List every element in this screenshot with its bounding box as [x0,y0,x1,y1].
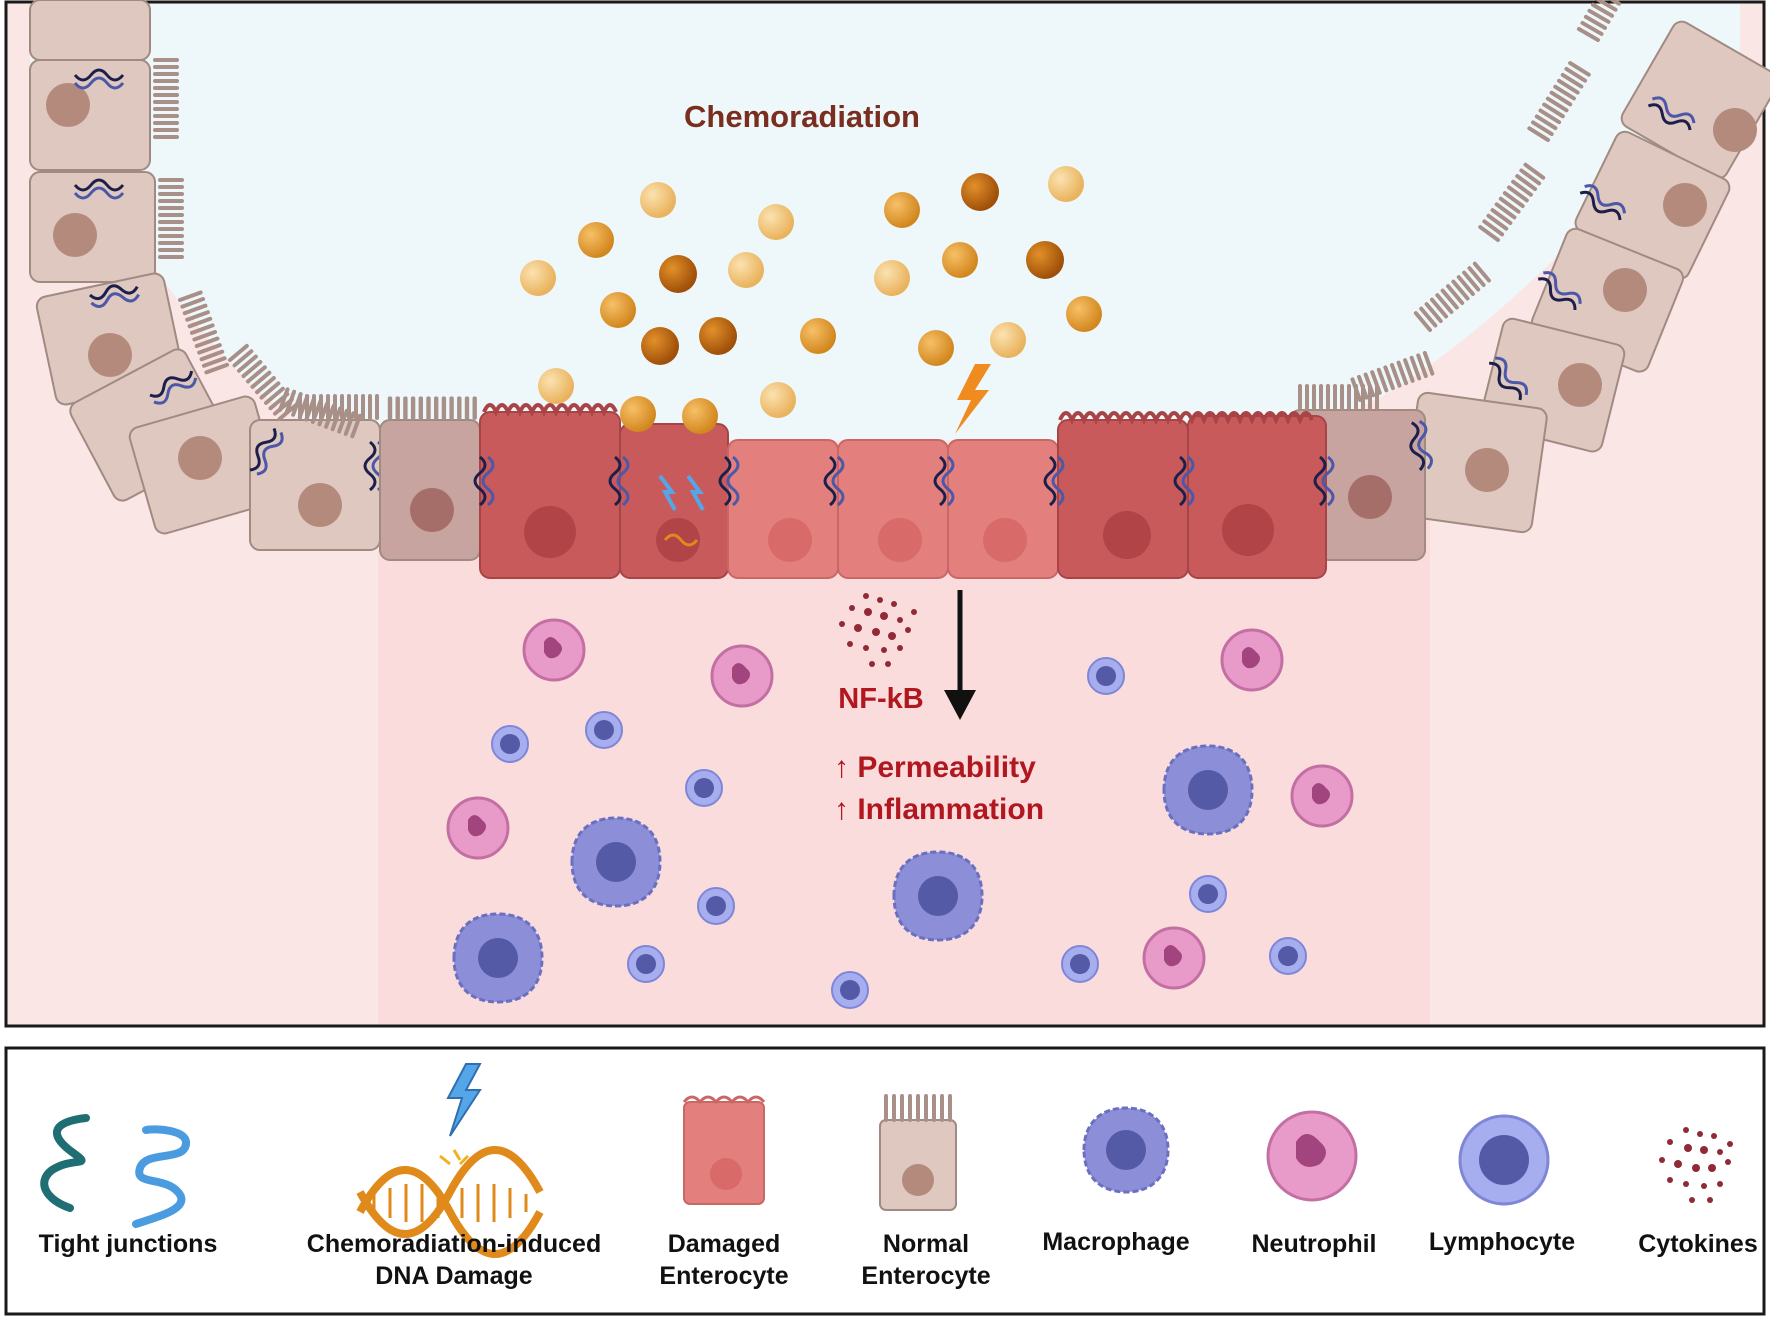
lamina-propria [378,520,1430,1024]
nfkb-label: NF-kB [838,683,923,715]
right-epithelium [1289,0,1770,561]
legend-label-cytokines: Cytokines [1638,1230,1757,1258]
legend-label-dna-damage-1: Chemoradiation-induced [307,1230,601,1258]
legend-label-damaged-2: Enterocyte [659,1262,788,1290]
chemoradiation-title: Chemoradiation [684,99,920,134]
legend-label-normal-1: Normal [883,1230,969,1258]
legend-label-normal-2: Enterocyte [861,1262,990,1290]
effect-permeability: ↑ Permeability [834,751,1036,784]
neutrophil-cells [446,618,1354,990]
tight-junction-icon [40,1114,190,1228]
legend-label-neutrophil: Neutrophil [1252,1230,1377,1258]
legend-label-lymphocyte: Lymphocyte [1429,1228,1575,1256]
lymphocyte-cells [491,657,1307,1009]
neutrophil-icon [1266,1110,1358,1202]
legend-label-damaged-1: Damaged [668,1230,781,1258]
lymphocyte-icon [1458,1114,1550,1206]
left-epithelium [29,0,385,551]
macrophage-icon [1082,1106,1170,1194]
radiation-bolt-icon [955,364,991,434]
nfkb-arrow [944,590,976,720]
cytokines-icon [1659,1127,1733,1203]
chemotherapy-particles [520,166,1102,434]
macrophage-cells [452,744,1254,1004]
damaged-epithelium [379,398,1335,579]
dna-damage-icon [356,1063,544,1258]
legend-label-tight-junctions: Tight junctions [39,1230,218,1258]
legend-label-macrophage: Macrophage [1042,1228,1189,1256]
legend-label-dna-damage-2: DNA Damage [375,1262,533,1290]
damaged-enterocyte-icon [682,1095,766,1205]
cytokine-cluster [839,593,917,667]
intestinal-lumen [30,4,1740,440]
effect-inflammation: ↑ Inflammation [834,793,1044,826]
normal-enterocyte-icon [879,1094,957,1211]
